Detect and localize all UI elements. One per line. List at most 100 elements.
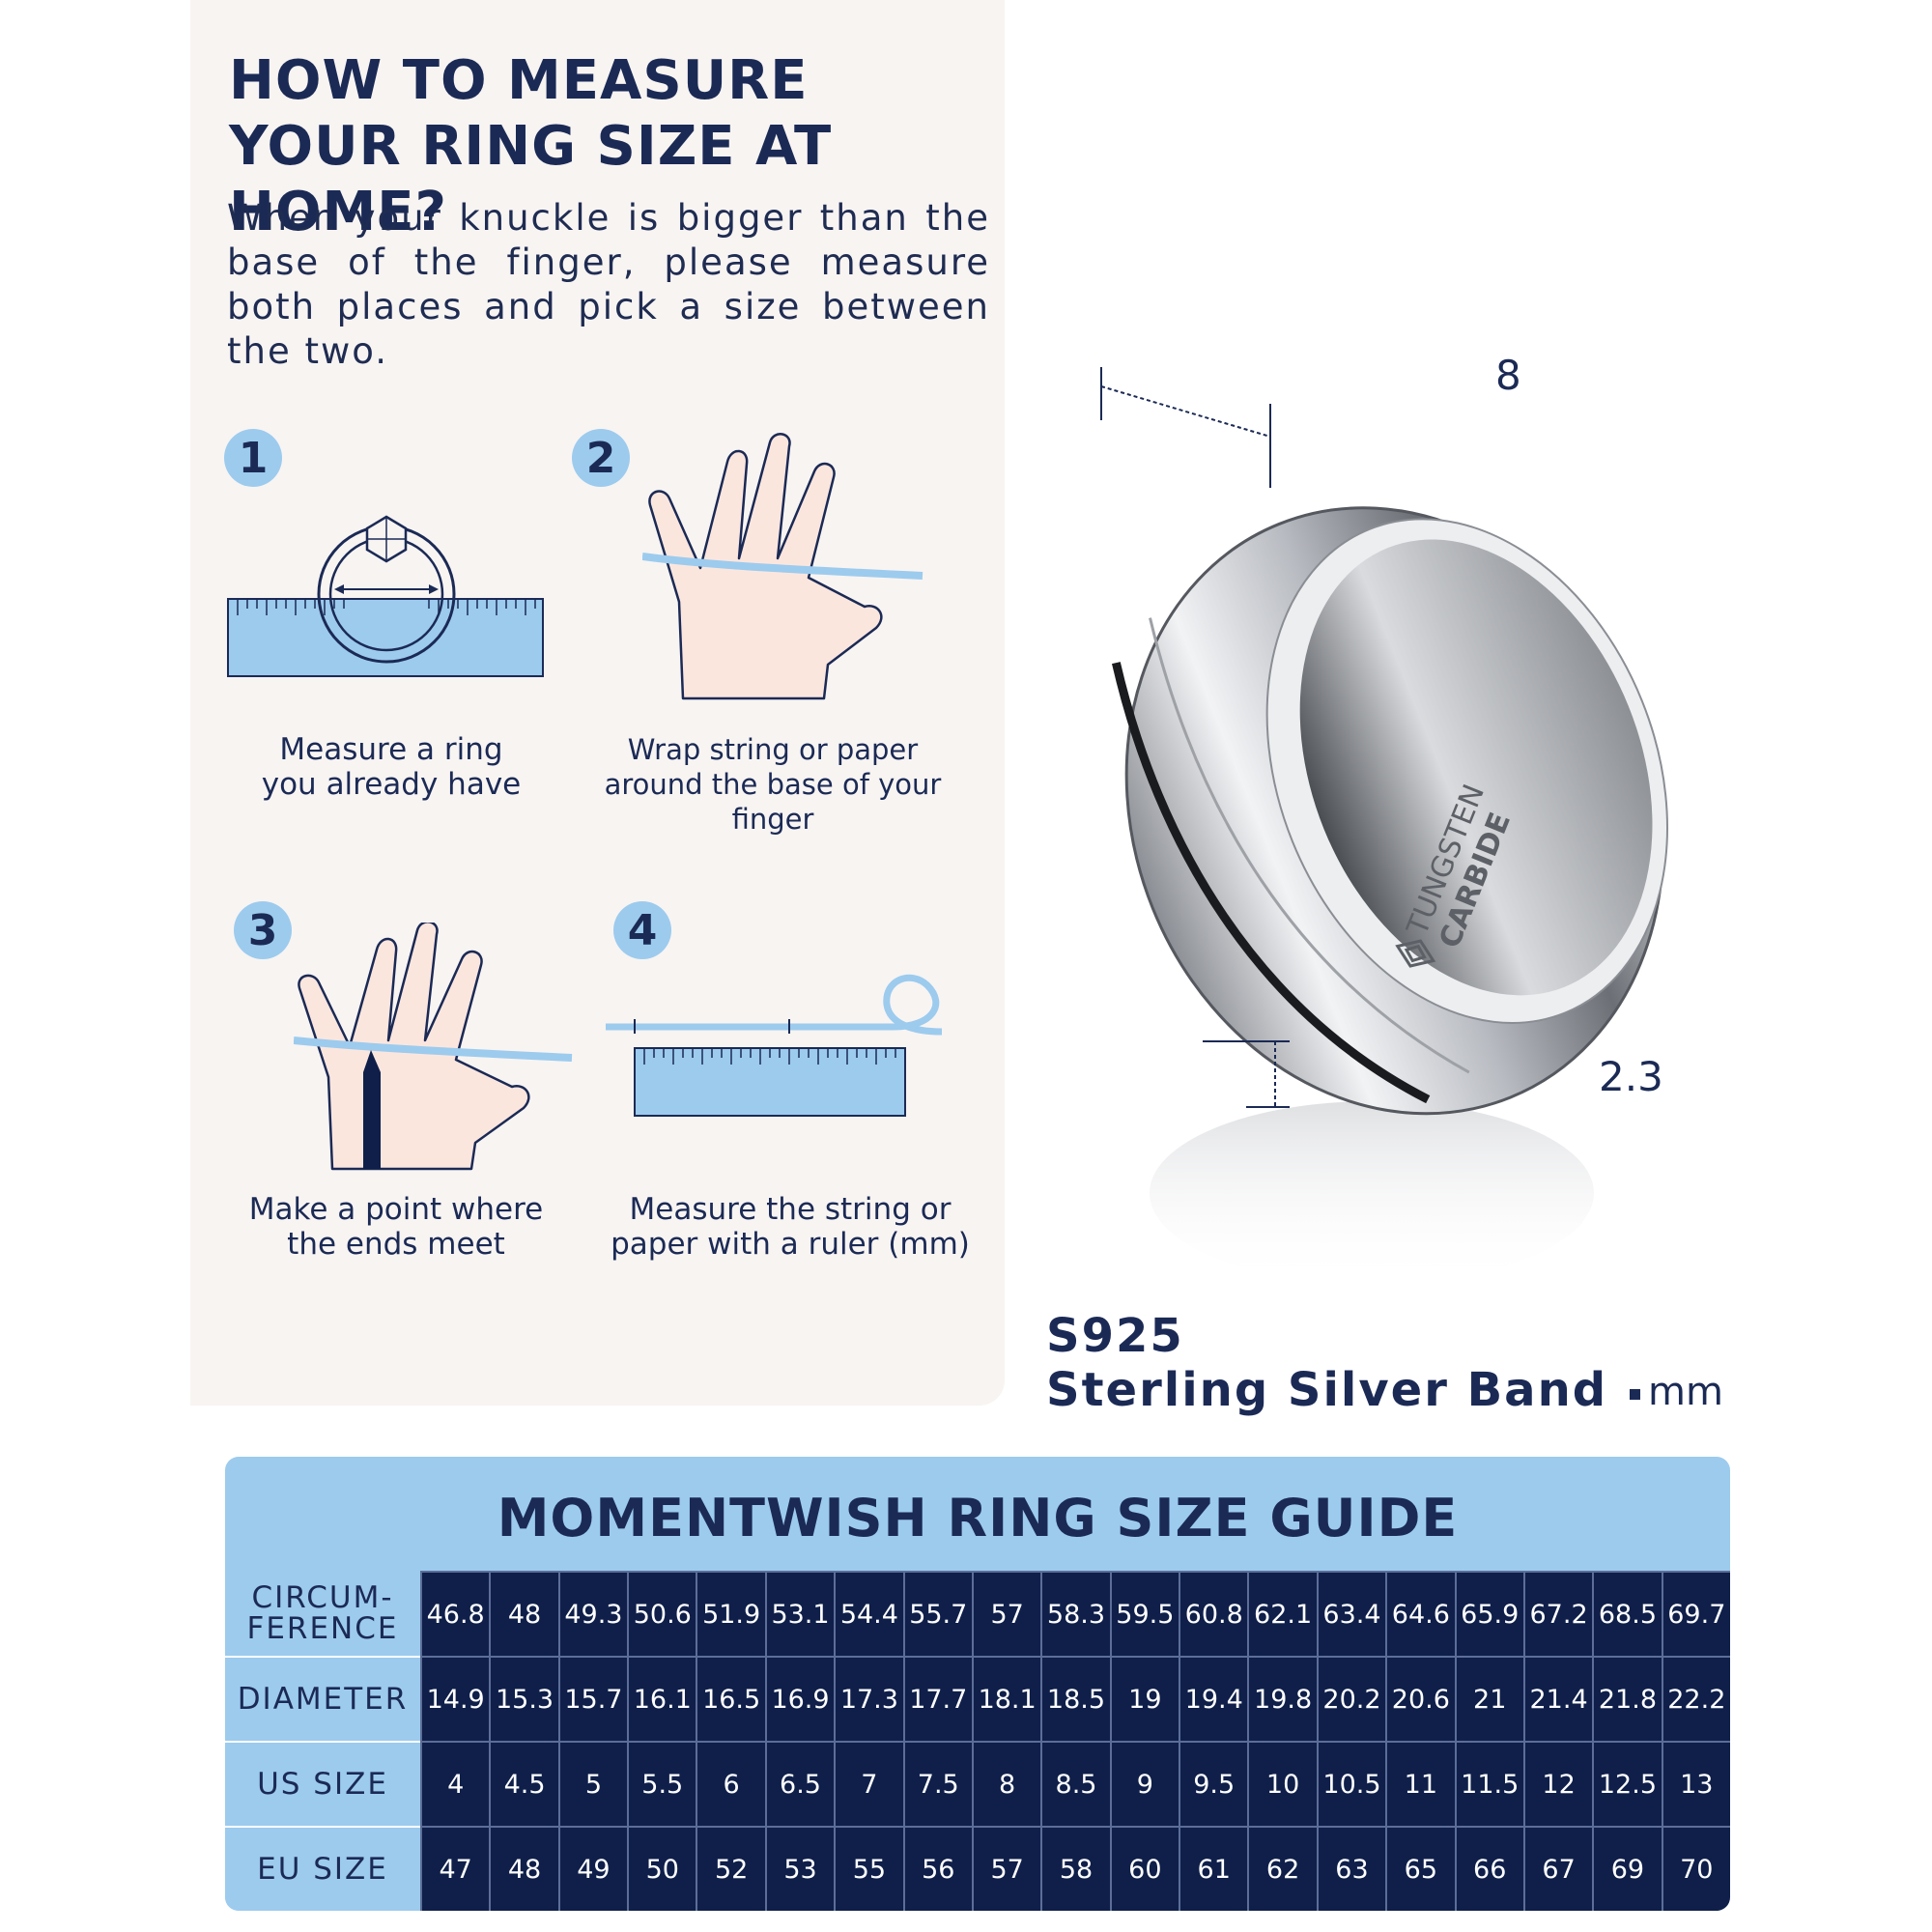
table-cell: 13	[1661, 1741, 1730, 1826]
step-2-badge: 2	[572, 429, 630, 487]
table-cell: 16.1	[627, 1656, 696, 1741]
step-1-caption-line1: Measure a ring	[279, 732, 503, 767]
width-dimension-label: 8	[1495, 352, 1521, 399]
table-cell: 66	[1454, 1826, 1523, 1911]
ring-reflection	[1150, 1101, 1594, 1285]
size-guide-title: MOMENTWISH RING SIZE GUIDE	[497, 1488, 1459, 1548]
table-cell: 19.8	[1247, 1656, 1317, 1741]
table-cell: 53.1	[764, 1571, 835, 1656]
table-cell: 57	[971, 1571, 1041, 1656]
table-cell: 8.5	[1040, 1741, 1110, 1826]
unit-text: mm	[1648, 1370, 1723, 1414]
step-1-caption-line2: you already have	[261, 767, 522, 802]
table-cell: 21.4	[1522, 1656, 1593, 1741]
table-cell: 15.3	[489, 1656, 558, 1741]
table-cell: 70	[1661, 1826, 1730, 1911]
instructions-title: HOW TO MEASURE YOUR RING SIZE AT HOME?	[229, 49, 833, 243]
table-cell: 10.5	[1316, 1741, 1386, 1826]
step-4-badge: 4	[613, 901, 671, 959]
table-cell: 12	[1522, 1741, 1593, 1826]
table-cell: 55.7	[902, 1571, 972, 1656]
table-cell: 64.6	[1385, 1571, 1455, 1656]
step-4-caption-line1: Measure the string or	[629, 1192, 952, 1227]
row-header: CIRCUM- FERENCE	[225, 1571, 420, 1656]
brand-logo-icon	[1395, 939, 1436, 968]
unit-marker-icon	[1630, 1388, 1640, 1400]
unit-label: mm	[1630, 1370, 1723, 1414]
table-cell: 49.3	[557, 1571, 628, 1656]
step-3-badge: 3	[234, 901, 292, 959]
table-cell: 57	[971, 1826, 1041, 1911]
table-cell: 48	[489, 1571, 558, 1656]
table-cell: 7	[834, 1741, 903, 1826]
table-cell: 58	[1040, 1826, 1110, 1911]
table-cell: 65.9	[1454, 1571, 1523, 1656]
table-cell: 51.9	[696, 1571, 765, 1656]
step-1-badge: 1	[224, 429, 282, 487]
hand-string-illustration	[642, 433, 923, 700]
product-name-line2: Sterling Silver Band	[1046, 1363, 1608, 1417]
ring-band	[1112, 506, 1668, 1116]
table-cell: 9.5	[1179, 1741, 1248, 1826]
step-3-caption: Make a point where the ends meet	[232, 1192, 560, 1262]
table-cell: 48	[489, 1826, 558, 1911]
table-cell: 69.7	[1661, 1571, 1730, 1656]
table-cell: 46.8	[420, 1571, 490, 1656]
step-2-caption-line2: around the base of your finger	[604, 768, 942, 836]
table-cell: 19.4	[1179, 1656, 1248, 1741]
step-4-caption: Measure the string or paper with a ruler…	[597, 1192, 983, 1262]
table-cell: 59.5	[1109, 1571, 1179, 1656]
table-cell: 18.5	[1040, 1656, 1110, 1741]
table-cell: 12.5	[1592, 1741, 1662, 1826]
table-cell: 10	[1247, 1741, 1317, 1826]
table-cell: 63	[1316, 1826, 1386, 1911]
step-2-caption-line1: Wrap string or paper	[627, 733, 919, 766]
table-cell: 62	[1247, 1826, 1317, 1911]
step-1-caption: Measure a ring you already have	[232, 732, 551, 802]
table-cell: 17.7	[902, 1656, 972, 1741]
table-cell: 20.2	[1316, 1656, 1386, 1741]
table-cell: 4.5	[489, 1741, 558, 1826]
table-cell: 9	[1109, 1741, 1179, 1826]
table-cell: 21	[1454, 1656, 1523, 1741]
thickness-dimension-label: 2.3	[1599, 1053, 1663, 1100]
table-cell: 60.8	[1179, 1571, 1248, 1656]
step-3-caption-line2: the ends meet	[287, 1227, 505, 1262]
table-cell: 8	[971, 1741, 1041, 1826]
table-cell: 6.5	[764, 1741, 835, 1826]
table-cell: 69	[1592, 1826, 1662, 1911]
table-cell: 11	[1385, 1741, 1455, 1826]
table-cell: 7.5	[902, 1741, 972, 1826]
table-cell: 19	[1109, 1656, 1179, 1741]
table-cell: 18.1	[971, 1656, 1041, 1741]
table-cell: 53	[764, 1826, 835, 1911]
table-cell: 21.8	[1592, 1656, 1662, 1741]
table-cell: 5.5	[627, 1741, 696, 1826]
table-cell: 17.3	[834, 1656, 903, 1741]
product-name-line1: S925	[1046, 1309, 1184, 1363]
table-cell: 49	[557, 1826, 628, 1911]
table-cell: 68.5	[1592, 1571, 1662, 1656]
ruler-ring-illustration	[227, 515, 544, 677]
table-cell: 58.3	[1040, 1571, 1110, 1656]
hand-marking-illustration	[294, 923, 573, 1171]
table-cell: 47	[420, 1826, 490, 1911]
table-cell: 67.2	[1522, 1571, 1593, 1656]
row-header: EU SIZE	[225, 1826, 420, 1911]
table-cell: 20.6	[1385, 1656, 1455, 1741]
ring-product-image: TUNGSTEN CARBIDE	[1100, 367, 1668, 1285]
table-cell: 61	[1179, 1826, 1248, 1911]
table-cell: 15.7	[557, 1656, 628, 1741]
table-cell: 54.4	[834, 1571, 903, 1656]
table-cell: 16.5	[696, 1656, 765, 1741]
size-guide-table: MOMENTWISH RING SIZE GUIDE CIRCUM- FEREN…	[225, 1457, 1730, 1911]
table-cell: 11.5	[1454, 1741, 1523, 1826]
string-ruler-illustration	[606, 974, 943, 1117]
table-cell: 50.6	[627, 1571, 696, 1656]
table-cell: 62.1	[1247, 1571, 1317, 1656]
table-cell: 50	[627, 1826, 696, 1911]
row-header: DIAMETER	[225, 1656, 420, 1741]
table-cell: 67	[1522, 1826, 1593, 1911]
table-cell: 14.9	[420, 1656, 490, 1741]
instructions-intro: When your knuckle is bigger than the bas…	[227, 197, 990, 372]
